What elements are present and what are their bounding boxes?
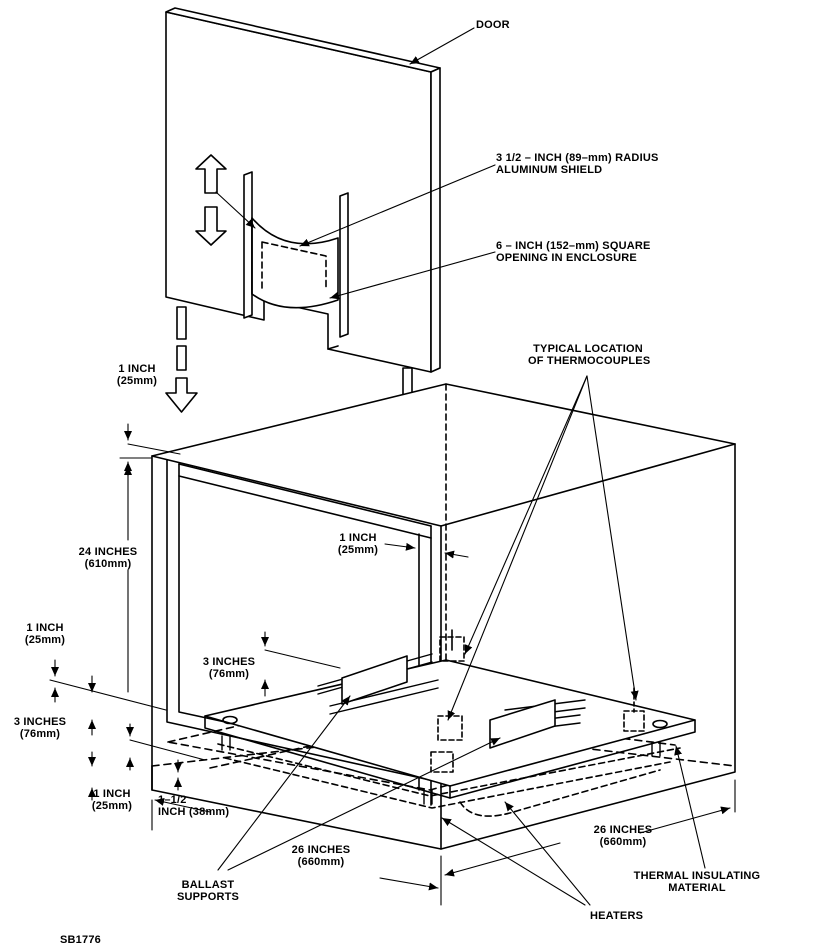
- label-platform-line1: 3 INCHES: [13, 716, 67, 728]
- label-height-line2: (610mm): [84, 558, 132, 570]
- label-thermocouples-line1: TYPICAL LOCATION: [533, 343, 643, 355]
- door-rails: [243, 171, 349, 338]
- label-ballast-height-line1: 3 INCHES: [202, 656, 256, 668]
- ballast-supports-shape: [341, 655, 556, 749]
- aluminum-shield: [251, 217, 339, 309]
- label-gap-line2: (25mm): [24, 634, 66, 646]
- label-height-line1: 24 INCHES: [78, 546, 138, 558]
- platform-legs: [221, 735, 661, 805]
- door-drop-arrow-left-icon: [165, 306, 198, 413]
- label-thermocouples-line2: OF THERMOCOUPLES: [528, 355, 651, 367]
- label-side-width-line1: 26 INCHES: [593, 824, 653, 836]
- label-side-width-line2: (660mm): [599, 836, 647, 848]
- label-opening-line2: OPENING IN ENCLOSURE: [496, 252, 637, 264]
- label-inner-wall-line1: 1 INCH: [339, 532, 377, 544]
- label-base-line1: 1–1/2: [158, 794, 187, 806]
- label-opening-line1: 6 – INCH (152–mm) SQUARE: [496, 240, 651, 252]
- label-door: DOOR: [476, 19, 510, 31]
- label-top-wall-line2: (25mm): [116, 375, 158, 387]
- label-bottom-line2: (25mm): [91, 800, 133, 812]
- label-insulation-line2: MATERIAL: [668, 882, 726, 894]
- door-panel: [165, 7, 441, 373]
- label-heaters: HEATERS: [590, 910, 644, 922]
- label-front-width-line1: 26 INCHES: [291, 844, 351, 856]
- label-ballast-line2: SUPPORTS: [176, 891, 240, 903]
- label-bottom-line1: 1 INCH: [93, 788, 131, 800]
- heater-elements: [217, 743, 681, 817]
- label-shield-line1: 3 1/2 – INCH (89–mm) RADIUS: [496, 152, 659, 164]
- updown-arrows-icon: [195, 154, 227, 246]
- leader-lines: [215, 27, 706, 906]
- label-ballast-height-line2: (76mm): [208, 668, 250, 680]
- figure-id: SB1776: [60, 934, 101, 946]
- label-platform-line2: (76mm): [19, 728, 61, 740]
- label-base-line2: INCH (38mm): [158, 806, 230, 818]
- label-front-width-line2: (660mm): [297, 856, 345, 868]
- label-top-wall-line1: 1 INCH: [118, 363, 156, 375]
- label-shield-line2: ALUMINUM SHIELD: [496, 164, 603, 176]
- label-ballast-line1: BALLAST: [181, 879, 235, 891]
- label-gap-line1: 1 INCH: [26, 622, 64, 634]
- label-inner-wall-line2: (25mm): [337, 544, 379, 556]
- dimension-lines: [49, 423, 736, 906]
- label-insulation-line1: THERMAL INSULATING: [633, 870, 761, 882]
